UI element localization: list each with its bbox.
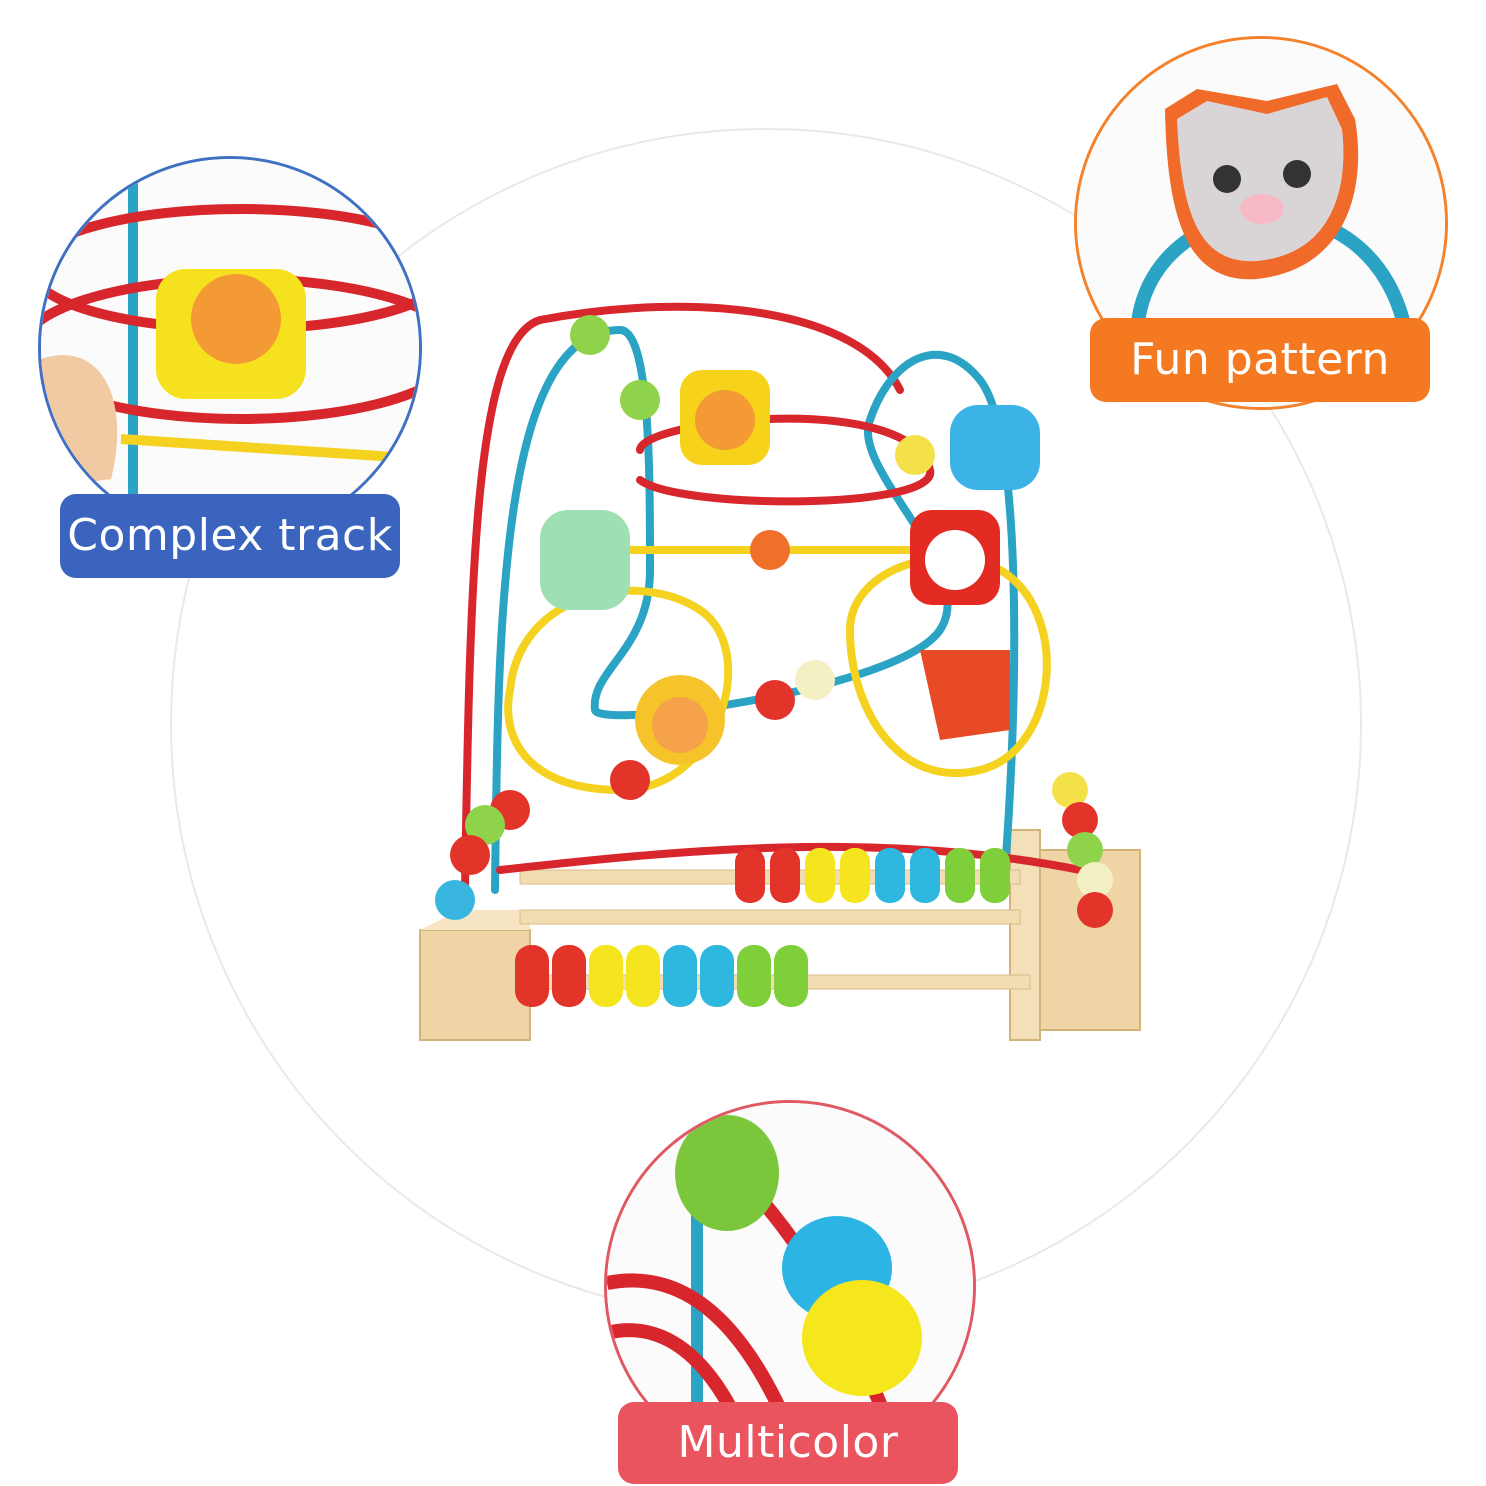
wooden-base [419,829,1141,1041]
abacus-lower-row [515,945,808,1007]
animal-beads [540,370,1040,765]
fun-pattern-label: Fun pattern [1090,318,1430,402]
tiger-bead-closeup-image [41,159,419,537]
complex-track-label: Complex track [60,494,400,578]
round-beads [435,315,1113,928]
complex-track-closeup [38,156,422,540]
abacus-upper-row [735,848,1010,903]
multicolor-label: Multicolor [618,1402,958,1484]
bead-maze-toy [419,302,1141,1041]
